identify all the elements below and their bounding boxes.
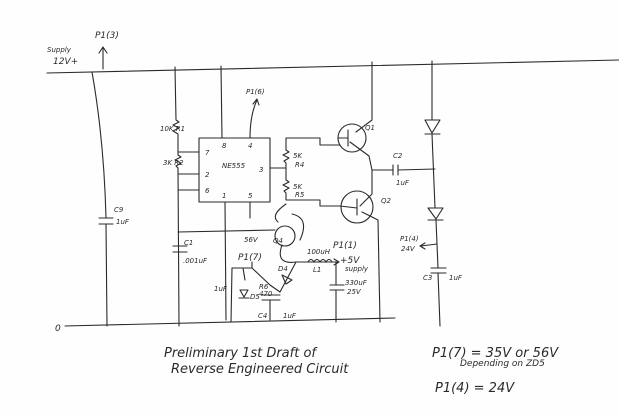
pin8-wire: [220, 65, 287, 321]
q4-label: Q4: [273, 237, 283, 245]
supply-rail: [46, 59, 619, 74]
supply-label: Supply: [47, 46, 72, 54]
p1-6-arrow-icon: [249, 98, 260, 139]
p1-7-label: P1(7): [238, 253, 262, 263]
c1-value: .001uF: [183, 257, 208, 265]
p1-4-arrow-icon: [419, 242, 438, 250]
diode-column-wire: [431, 60, 441, 327]
r6-label: R6: [259, 283, 269, 291]
pin-2: 2: [205, 171, 210, 179]
p1-6-label: P1(6): [246, 88, 265, 96]
pin-1: 1: [222, 192, 226, 200]
r1-label: 10K R1: [160, 125, 185, 133]
c9-value: 1uF: [116, 218, 130, 226]
p1-4-label: P1(4): [400, 235, 419, 243]
c9-wire: [91, 71, 114, 327]
pin-3: 3: [259, 166, 263, 174]
p1-1-sub: supply: [345, 265, 369, 273]
diode-upper-icon: [424, 119, 441, 135]
ground-rail: [64, 317, 396, 327]
pin-4: 4: [248, 142, 252, 150]
q1-label: Q1: [365, 124, 375, 132]
l1-value: 100uH: [307, 248, 331, 256]
supply-voltage: 12V+: [53, 57, 78, 67]
note-p1-7: P1(7) = 35V or 56V: [432, 346, 559, 361]
q4-wires: [177, 203, 345, 323]
c2-name: C2: [393, 152, 403, 160]
c4-value: 1uF: [283, 312, 297, 320]
c2-value: 1uF: [396, 179, 410, 187]
r4-name: R4: [295, 161, 304, 169]
q2-wires: [339, 198, 381, 323]
d4-diode-icon: [281, 274, 293, 285]
l1-inductor-icon: [307, 258, 333, 263]
r5-name: R5: [295, 191, 305, 199]
supply-port-label: P1(3): [95, 31, 119, 41]
r2-label: 3K R2: [163, 159, 184, 167]
pin-5: 5: [248, 192, 253, 200]
q1-wires: [337, 61, 373, 207]
q4-transistor-icon: [274, 225, 296, 247]
c9-name: C9: [114, 206, 124, 214]
p1-4-voltage: 24V: [401, 245, 416, 253]
c2-capacitor-icon: [371, 164, 436, 176]
q2-transistor-icon: [340, 190, 374, 224]
small-cap-value: 1uF: [214, 285, 228, 293]
d5-label: D5: [250, 293, 260, 301]
c1-name: C1: [184, 239, 193, 247]
ground-label: 0: [55, 324, 61, 334]
p1-1-output: +5V: [340, 256, 360, 266]
q2-label: Q2: [381, 197, 392, 205]
output-cap-value: 330uF: [345, 279, 368, 287]
d5-zener-icon: [238, 289, 250, 299]
r1-r2-wire: [172, 66, 200, 327]
l1-name: L1: [313, 266, 321, 274]
p1-1-arrow-icon: [333, 258, 340, 266]
c3-capacitor-icon: [430, 267, 447, 274]
r6-value: 470: [259, 290, 273, 298]
r5-value: 5K: [293, 183, 303, 191]
p1-1-label: P1(1): [333, 241, 357, 251]
d4-label: D4: [278, 265, 288, 273]
diode-lower-icon: [427, 207, 444, 221]
c3-name: C3: [423, 274, 432, 282]
r4-value: 5K: [293, 152, 303, 160]
title-line-2: Reverse Engineered Circuit: [171, 362, 349, 377]
c4-name: C4: [258, 312, 267, 320]
c3-value: 1uF: [449, 274, 463, 282]
pin-6: 6: [205, 187, 210, 195]
r4-r5-wire: [282, 137, 341, 207]
output-cap-rating: 25V: [347, 288, 362, 296]
title-line-1: Preliminary 1st Draft of: [164, 346, 318, 361]
note-p1-4: P1(4) = 24V: [435, 381, 515, 396]
ne555-label: NE555: [222, 162, 246, 170]
note-p1-7-sub: Depending on ZD5: [460, 359, 545, 369]
supply-arrow-icon: [98, 46, 108, 70]
c1-capacitor-icon: [172, 245, 188, 253]
q4-voltage: 56V: [244, 236, 259, 244]
ne555-chip: [198, 137, 271, 203]
pin-7: 7: [205, 149, 210, 157]
pin-8: 8: [222, 142, 227, 150]
